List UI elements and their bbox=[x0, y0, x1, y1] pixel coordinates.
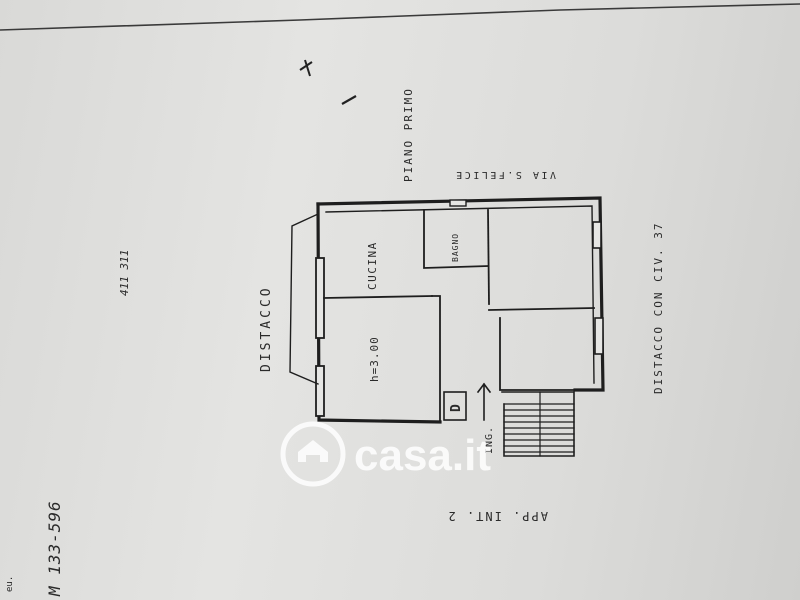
stairwell-d bbox=[443, 391, 467, 421]
watermark-circle bbox=[280, 421, 346, 487]
floor-plan bbox=[289, 196, 605, 457]
pen-mark bbox=[341, 95, 357, 105]
label-stairs-d: D bbox=[449, 404, 464, 412]
window-left bbox=[315, 365, 325, 417]
wall-bagno bbox=[487, 209, 490, 305]
label-sheet-ref: M 133-596 bbox=[45, 500, 64, 597]
label-apartment: APP. INT. 2 bbox=[447, 509, 548, 523]
window-top bbox=[449, 199, 467, 207]
watermark-text: casa.it bbox=[354, 431, 491, 480]
window-right bbox=[592, 221, 602, 249]
label-bagno: BAGNO bbox=[451, 233, 460, 262]
house-icon bbox=[298, 440, 328, 462]
stairs bbox=[501, 391, 575, 457]
label-height: h=3.00 bbox=[368, 336, 381, 382]
label-scale-note: 411 311 bbox=[118, 250, 131, 296]
wall-bagno bbox=[423, 209, 489, 269]
window-left bbox=[315, 257, 325, 339]
entrance-arrow bbox=[476, 382, 492, 421]
label-distacco-left: DISTACCO bbox=[259, 285, 274, 372]
wall-room bbox=[499, 317, 576, 391]
label-street: VIA S.FELICE bbox=[454, 169, 556, 180]
outer-wall bbox=[316, 196, 605, 392]
inner-wall bbox=[325, 205, 595, 384]
wall-corridor bbox=[431, 295, 441, 421]
watermark: casa.it bbox=[280, 421, 491, 487]
wall-cucina bbox=[323, 295, 433, 299]
balcony bbox=[289, 213, 319, 385]
paper-edge bbox=[0, 3, 800, 31]
label-entrance: ING. bbox=[484, 426, 495, 454]
stair-treads bbox=[503, 391, 575, 457]
outer-wall bbox=[316, 202, 442, 424]
wall-room bbox=[488, 307, 595, 311]
label-cucina: CUCINA bbox=[366, 241, 379, 290]
label-distacco-right: DISTACCO CON CIV. 37 bbox=[652, 222, 665, 394]
window-right bbox=[594, 317, 604, 355]
label-margin-mark: eu. bbox=[5, 576, 15, 592]
pen-mark bbox=[299, 59, 313, 77]
label-floor: PIANO PRIMO bbox=[402, 87, 415, 182]
